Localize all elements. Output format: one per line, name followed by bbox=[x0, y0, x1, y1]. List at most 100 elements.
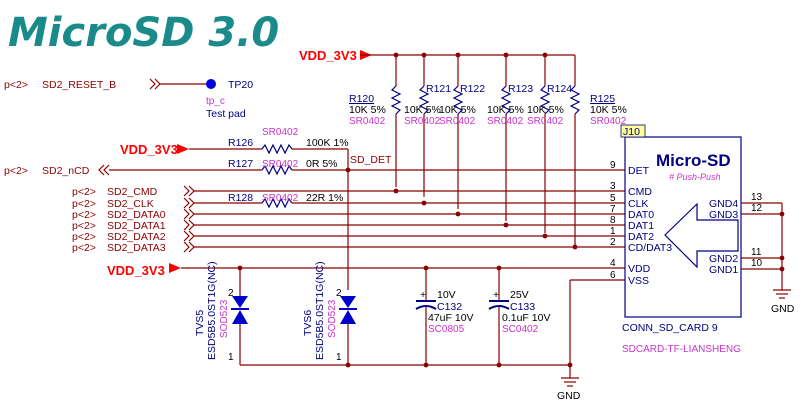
ground-label: GND bbox=[557, 390, 581, 402]
resistor-package: SR0402 bbox=[527, 116, 564, 127]
tvs-ref: TVS6 bbox=[302, 310, 314, 336]
page-title: MicroSD 3.0 bbox=[8, 10, 279, 56]
port-ref: p<2> bbox=[72, 242, 96, 254]
pin-name: DAT2 bbox=[628, 231, 654, 243]
pin-number: 4 bbox=[610, 258, 616, 269]
reset-port: p<2> SD2_RESET_B TP20 tp_c Test pad bbox=[4, 78, 253, 120]
resistor-package: SR0402 bbox=[262, 127, 299, 138]
pin-number: 1 bbox=[228, 352, 234, 363]
port-net: SD2_nCD bbox=[42, 165, 90, 177]
ground-label: GND bbox=[771, 303, 795, 315]
svg-text:+: + bbox=[493, 289, 499, 301]
port-net: SD2_DATA0 bbox=[107, 209, 166, 221]
connector-part: SDCARD-TF-LIANSHENG bbox=[622, 344, 741, 355]
pin-name: CD/DAT3 bbox=[628, 242, 672, 254]
pin-name: DAT0 bbox=[628, 209, 654, 221]
testpoint-desc: Test pad bbox=[206, 108, 246, 120]
resistor-package: SR0402 bbox=[404, 116, 441, 127]
resistor-ref: R128 bbox=[228, 192, 253, 204]
pullup-group: R120 10K 5% SR0402 R121 10K 5% SR0402 R1… bbox=[349, 52, 627, 245]
cap-voltage: 10V bbox=[437, 289, 456, 301]
port-net: SD2_DATA3 bbox=[107, 242, 166, 254]
card-insert-arrow-icon bbox=[664, 202, 739, 269]
pullup-resistor: R125 10K 5% SR0402 bbox=[569, 55, 627, 245]
resistor-value: 0R 5% bbox=[306, 158, 338, 170]
resistor-value: 10K 5% bbox=[590, 104, 627, 116]
pullup-resistor: R122 10K 5% SR0402 bbox=[439, 55, 485, 209]
capacitor: + 10V C132 47uF 10V SC0805 bbox=[415, 268, 474, 365]
pin-number: 9 bbox=[610, 160, 616, 171]
connector-subtitle: # Push-Push bbox=[669, 172, 721, 182]
resistor-value: 10K 5% bbox=[527, 104, 564, 116]
pin-number: 13 bbox=[751, 192, 763, 203]
tvs-part: ESD5B5.0ST1G(NC) bbox=[314, 261, 326, 360]
pin-name: VSS bbox=[628, 275, 649, 287]
pin-name: CMD bbox=[628, 186, 652, 198]
port-ref: p<2> bbox=[72, 198, 96, 210]
pin-number: 5 bbox=[610, 193, 616, 204]
pin-name: GND3 bbox=[709, 209, 738, 221]
pin-number: 2 bbox=[610, 237, 616, 248]
resistor-ref: R126 bbox=[228, 137, 253, 149]
resistor-ref: R120 bbox=[349, 93, 374, 105]
pullup-resistor: R124 10K 5% SR0402 bbox=[527, 55, 572, 233]
port-net: SD2_DATA1 bbox=[107, 220, 166, 232]
cap-value: 0.1uF 10V bbox=[502, 312, 550, 324]
cap-ref: C132 bbox=[437, 301, 462, 313]
port-ref: p<2> bbox=[72, 209, 96, 221]
pin-name: DET bbox=[628, 165, 650, 177]
resistor-ref: R121 bbox=[426, 83, 451, 95]
cap-package: SC0805 bbox=[428, 324, 465, 335]
pin-number: 8 bbox=[610, 215, 616, 226]
pin-number: 11 bbox=[751, 247, 762, 258]
port-ref: p<2> bbox=[4, 165, 28, 177]
tvs-diode: 2 1 TVS6 ESD5B5.0ST1G(NC) SOD523 bbox=[302, 261, 357, 365]
resistor-value: 100K 1% bbox=[306, 137, 349, 149]
pin-number: 7 bbox=[610, 204, 616, 215]
tvs-package: SOD523 bbox=[327, 299, 338, 338]
pin-number: 12 bbox=[751, 203, 763, 214]
testpoint-ref: TP20 bbox=[228, 79, 253, 91]
port-net: SD2_CMD bbox=[107, 186, 158, 198]
resistor-ref: R125 bbox=[590, 93, 615, 105]
signal-ports: p<2> SD2_CMD p<2> SD2_CLK R128 SR0402 22… bbox=[72, 185, 625, 254]
resistor-ref: R127 bbox=[228, 158, 253, 170]
resistor-package: SR0402 bbox=[590, 116, 627, 127]
svg-text:+: + bbox=[420, 289, 426, 301]
resistor-ref: R122 bbox=[460, 83, 485, 95]
vdd-label-top: VDD_3V3 bbox=[299, 48, 357, 63]
pin-name: VDD bbox=[628, 263, 651, 275]
pin-number: 3 bbox=[610, 181, 616, 192]
pin-name: CLK bbox=[628, 198, 648, 210]
cap-value: 47uF 10V bbox=[428, 312, 474, 324]
port-ref: p<2> bbox=[4, 79, 28, 91]
cap-package: SC0402 bbox=[502, 324, 539, 335]
cap-voltage: 25V bbox=[510, 289, 529, 301]
ground-icon bbox=[773, 289, 791, 299]
pullup-resistor: R120 10K 5% SR0402 bbox=[349, 55, 402, 187]
cap-ref: C133 bbox=[510, 301, 535, 313]
resistor-ref: R123 bbox=[508, 83, 533, 95]
microsd-connector: J10 Micro-SD # Push-Push DET CMD CLK DAT… bbox=[610, 124, 795, 355]
resistor-value: 10K 5% bbox=[404, 104, 441, 116]
tvs-part: ESD5B5.0ST1G(NC) bbox=[206, 261, 218, 360]
capacitor: + 25V C133 0.1uF 10V SC0402 bbox=[488, 268, 550, 365]
pin-number: 1 bbox=[336, 352, 342, 363]
pin-name: GND4 bbox=[709, 198, 738, 210]
vdd-r126: VDD_3V3 R126 SR0402 100K 1% bbox=[120, 127, 349, 290]
connector-title: Micro-SD bbox=[656, 151, 731, 170]
pin-number: 2 bbox=[228, 288, 234, 299]
power-flag-icon bbox=[177, 144, 189, 154]
port-ref: p<2> bbox=[72, 186, 96, 198]
testpoint-type: tp_c bbox=[206, 96, 225, 107]
connector-ref: J10 bbox=[623, 126, 640, 138]
resistor-ref: R124 bbox=[547, 83, 572, 95]
vdd-rail-bottom: VDD_3V3 GND bbox=[107, 263, 625, 402]
ground-icon bbox=[561, 377, 579, 387]
tvs-diode: 2 1 TVS5 ESD5B5.0ST1G(NC) SOD523 bbox=[194, 261, 249, 365]
port-ref: p<2> bbox=[72, 220, 96, 232]
resistor-value: 10K 5% bbox=[439, 104, 476, 116]
connector-name: CONN_SD_CARD 9 bbox=[622, 322, 718, 334]
resistor-package: SR0402 bbox=[262, 159, 299, 170]
resistor-package: SR0402 bbox=[439, 116, 476, 127]
